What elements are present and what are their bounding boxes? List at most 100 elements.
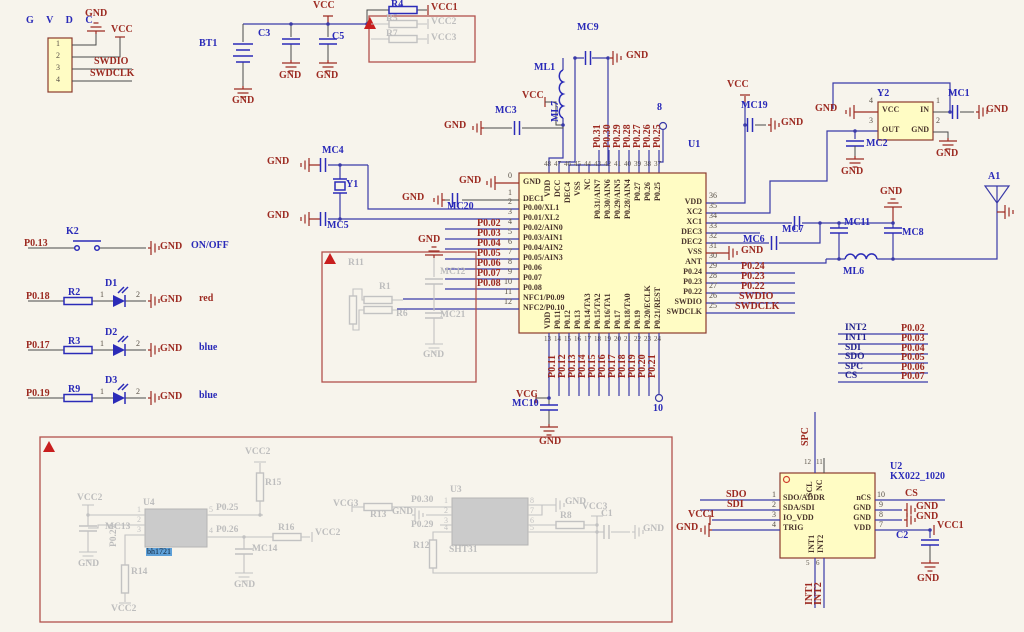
antenna-designator: A1	[988, 171, 1001, 182]
disabled-pin-number-5: 5	[530, 523, 534, 532]
u3-body[interactable]	[451, 497, 529, 546]
disabled-label-r1: R1	[379, 282, 391, 292]
designator-ml1: ML1	[534, 62, 556, 73]
net-label-gnd: GND	[418, 234, 441, 245]
pin-name-gnd: GND	[523, 177, 541, 186]
block-marker-icon	[364, 17, 376, 29]
net-label-gnd: GND	[316, 70, 339, 81]
pin-name-p0-26: P0.26	[643, 182, 652, 201]
net-name-cs: CS	[845, 371, 858, 381]
u2-designator: U2	[890, 461, 903, 472]
disabled-pin-number-2: 2	[137, 515, 141, 524]
designator-mc2: MC2	[866, 138, 888, 149]
pin-number-5: 5	[508, 227, 512, 236]
connector-j1[interactable]	[47, 22, 132, 93]
button-and-leds[interactable]	[28, 240, 160, 406]
pin-number-10: 10	[877, 490, 885, 499]
u1-mcu[interactable]	[340, 94, 1014, 436]
pin-number-45: 45	[574, 160, 581, 168]
pin-number-27: 27	[709, 281, 717, 290]
disabled-label-p0-30: P0.30	[411, 495, 434, 505]
battery-supply[interactable]	[233, 5, 476, 98]
net-name-sdo: SDO	[845, 352, 865, 362]
net-label-p0-06: P0.06	[477, 258, 501, 269]
net-label-p0-18: P0.18	[26, 291, 50, 302]
pin-name-p0-16-ta1: P0.16/TA1	[603, 293, 612, 329]
pin-name-xc1: XC1	[686, 217, 702, 226]
block-marker-icon	[324, 253, 336, 264]
disabled-label-r6: R6	[396, 309, 408, 319]
selected-part-name[interactable]: bh1721	[146, 547, 172, 556]
pin-name-vcc: VCC	[882, 105, 900, 114]
net-label-spc: SPC	[800, 427, 811, 446]
pin-number-4: 4	[56, 75, 60, 84]
testpoint-8	[658, 121, 668, 131]
disabled-label-r14: R14	[131, 567, 148, 577]
pin-number-2: 2	[772, 500, 776, 509]
designator-10: 10	[653, 403, 663, 414]
y1-crystal[interactable]	[300, 157, 368, 227]
net-label-vcc: VCC	[516, 389, 538, 400]
battery-designator: BT1	[199, 38, 218, 49]
pin-number-9: 9	[879, 500, 883, 509]
net-label-vcc1: VCC1	[431, 2, 458, 13]
dcdc-network[interactable]	[472, 50, 668, 173]
pin-number-30: 30	[709, 251, 717, 260]
pin-name-p0-00-xl1: P0.00/XL1	[523, 203, 560, 212]
u2-accelerometer[interactable]	[700, 412, 945, 608]
disabled-label-gnd: GND	[392, 507, 414, 517]
designator-blue: blue	[199, 390, 218, 401]
pin-number-48: 48	[544, 160, 551, 168]
sensor-block-disabled[interactable]	[39, 436, 673, 623]
net-label-vcc1: VCC1	[688, 509, 715, 520]
pin-name-p0-31-ain7: P0.31/AIN7	[593, 179, 602, 219]
disabled-label-gnd: GND	[423, 350, 445, 360]
pin-number-1: 1	[772, 490, 776, 499]
pin-name-p0-19: P0.19	[633, 310, 642, 329]
disabled-pin-number-3: 3	[444, 516, 448, 525]
net-label-gnd: GND	[986, 104, 1009, 115]
net-label-swdio: SWDIO	[739, 291, 774, 302]
pin-number-16: 16	[574, 335, 581, 343]
designator-c5: C5	[332, 31, 345, 42]
pin-number-24: 24	[654, 335, 661, 343]
net-name-int2: INT2	[845, 323, 867, 333]
net-label-gnd: GND	[444, 120, 467, 131]
pin-number-12: 12	[804, 458, 811, 466]
disabled-label-vcc2: VCC2	[431, 17, 457, 27]
u4-body[interactable]	[144, 508, 208, 548]
pin-name-sdo-addr: SDO/ADDR	[783, 493, 825, 502]
net-label-p0-02: P0.02	[477, 218, 501, 229]
u1-body[interactable]	[518, 172, 707, 334]
net-name-sdi: SDI	[845, 343, 861, 353]
pin-name-p0-11: P0.11	[553, 310, 562, 329]
pin-number-3: 3	[772, 510, 776, 519]
net-label-gnd: GND	[160, 241, 183, 252]
pin-number-1: 1	[100, 290, 104, 299]
pin-number-20: 20	[614, 335, 621, 343]
pin-number-44: 44	[584, 160, 591, 168]
pin-number-43: 43	[594, 160, 601, 168]
designator-r9: R9	[68, 384, 81, 395]
y2-body[interactable]	[877, 101, 934, 141]
net-label-p0-07: P0.07	[477, 268, 501, 279]
net-label-p0-24: P0.24	[741, 261, 765, 272]
disabled-pin-number-1: 1	[444, 496, 448, 505]
net-label-p0-25: P0.25	[652, 124, 663, 148]
net-label-p0-05: P0.05	[477, 248, 501, 259]
pin-number-33: 33	[709, 221, 717, 230]
net-label-p0-13: P0.13	[24, 238, 48, 249]
nfc-block-disabled[interactable]	[321, 246, 477, 383]
pin-name-ncs: nCS	[856, 493, 871, 502]
pin-name-p0-24: P0.24	[683, 267, 702, 276]
designator-mc7: MC7	[782, 224, 804, 235]
pin-name-p0-21-rest: P0.21/REST	[653, 286, 662, 329]
pin-name-p0-02-ain0: P0.02/AIN0	[523, 223, 563, 232]
y2-oscillator[interactable]	[832, 82, 988, 168]
net-label-gnd: GND	[232, 95, 255, 106]
u2-body[interactable]	[779, 472, 876, 559]
disabled-label-mc21: MC21	[440, 310, 466, 320]
net-label-int2: INT2	[813, 582, 824, 605]
pin-name-dec2: DEC2	[681, 237, 702, 246]
